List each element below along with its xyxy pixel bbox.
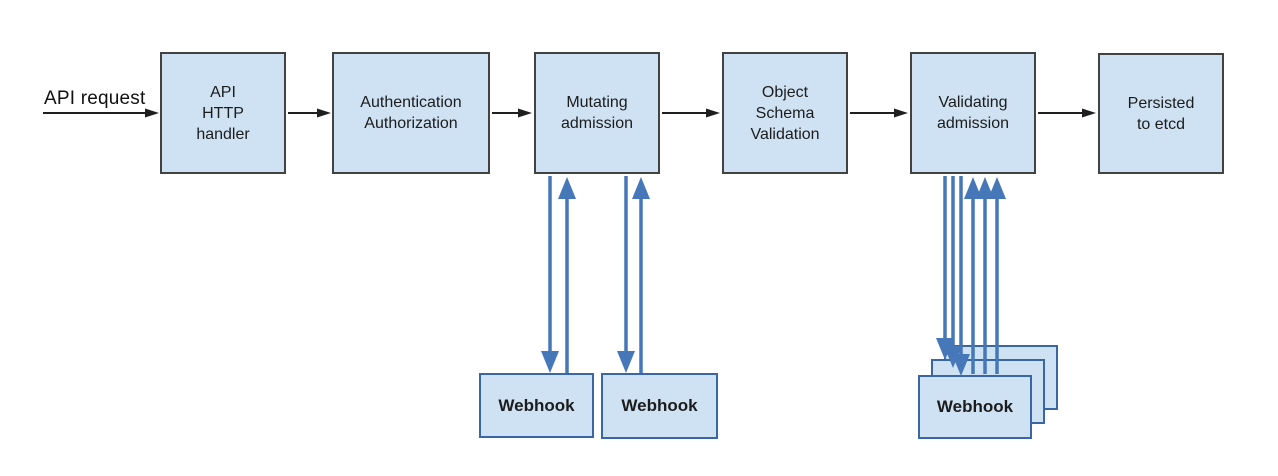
webhook-label: Webhook: [621, 396, 698, 415]
node-label-line: Schema: [755, 104, 815, 122]
mutating-webhook-box-1: Webhook: [479, 373, 594, 438]
node-label-line: HTTP: [202, 104, 244, 122]
node-label-line: Object: [761, 83, 809, 101]
node-object-schema-validation: Object Schema Validation: [722, 52, 848, 174]
mutating-webhook-box-2: Webhook: [601, 373, 718, 439]
node-api-http-handler: API HTTP handler: [160, 52, 286, 174]
node-validating-admission: Validating admission: [910, 52, 1036, 174]
node-authentication-authorization: Authentication Authorization: [332, 52, 490, 174]
node-label-line: Validating: [938, 94, 1008, 111]
flow-arrow-validating-to-etcd: [1038, 108, 1096, 118]
node-label-line: Persisted: [1127, 94, 1195, 112]
node-label-line: API: [210, 83, 236, 101]
webhook-label: Webhook: [936, 397, 1014, 416]
node-label-line: Authentication: [360, 94, 462, 111]
node-label-line: to etcd: [1136, 115, 1186, 133]
node-label-line: Authorization: [364, 115, 458, 132]
mutating-webhook-1-response-arrow: [558, 177, 576, 373]
mutating-webhook-2-call-arrow: [617, 176, 635, 373]
mutating-webhook-2-response-arrow: [632, 177, 650, 373]
node-label-line: admission: [560, 115, 634, 132]
node-label-line: admission: [936, 115, 1010, 132]
entry-label: API request: [44, 88, 146, 109]
node-label-line: handler: [196, 125, 250, 143]
mutating-webhook-1-call-arrow: [541, 176, 559, 373]
node-label-line: Validation: [750, 125, 820, 143]
flow-arrow-auth-to-mutating: [492, 108, 532, 118]
flow-arrow-handler-to-auth: [288, 108, 331, 118]
flow-arrow-schema-to-validating: [850, 108, 908, 118]
node-persisted-to-etcd: Persisted to etcd: [1098, 53, 1224, 174]
flow-arrow-mutating-to-schema: [662, 108, 720, 118]
node-mutating-admission: Mutating admission: [534, 52, 660, 174]
webhook-label: Webhook: [498, 395, 575, 415]
node-label-line: Mutating: [566, 94, 628, 111]
validating-webhook-box-front: Webhook: [918, 375, 1032, 439]
